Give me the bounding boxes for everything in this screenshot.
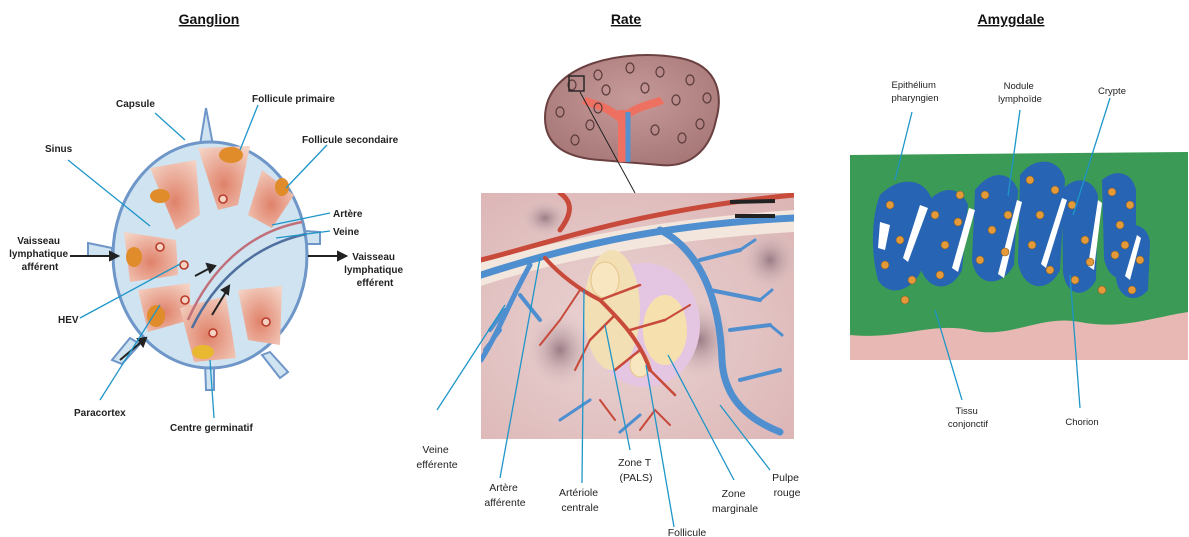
label-follicule-secondaire: Follicule secondaire xyxy=(302,135,399,146)
label-centre-germinatif: Centre germinatif xyxy=(170,423,253,434)
spleen-section xyxy=(481,168,800,439)
label-arteriole-centrale: Artériole centrale xyxy=(559,487,601,514)
label-vaisseau-afferent: Vaisseau lymphatique afférent xyxy=(9,236,71,273)
label-follicule-primaire: Follicule primaire xyxy=(252,94,335,105)
ganglion-title: Ganglion xyxy=(179,11,240,27)
label-veine-efferente: Veine efférente xyxy=(416,444,457,471)
label-veine: Veine xyxy=(333,227,360,238)
label-hev: HEV xyxy=(58,315,79,326)
label-capsule: Capsule xyxy=(116,99,155,110)
label-chorion: Chorion xyxy=(1065,417,1098,428)
amygdale-title: Amygdale xyxy=(978,11,1045,27)
label-tissu-conjonctif: Tissu conjonctif xyxy=(948,406,988,430)
amygdale-panel: Amygdale xyxy=(850,11,1188,430)
label-paracortex: Paracortex xyxy=(74,408,126,419)
label-zone-marginale: Zone marginale xyxy=(712,488,758,515)
label-crypte: Crypte xyxy=(1098,86,1126,97)
rate-title: Rate xyxy=(611,11,642,27)
label-vaisseau-efferent: Vaisseau lymphatique efférent xyxy=(344,252,406,289)
label-pulpe-rouge: Pulpe rouge xyxy=(772,472,802,499)
spleen-overview xyxy=(545,55,719,193)
label-artere-afferente: Artère afférente xyxy=(484,482,525,509)
label-epithelium: Epithélium pharyngien xyxy=(891,80,938,104)
label-artere: Artère xyxy=(333,209,363,220)
label-follicule: Follicule xyxy=(668,527,707,537)
rate-panel: Rate xyxy=(416,11,802,537)
label-sinus: Sinus xyxy=(45,144,73,155)
ganglion-panel: Ganglion xyxy=(9,11,406,434)
label-zone-t: Zone T (PALS) xyxy=(618,457,654,484)
label-nodule: Nodule lymphoïde xyxy=(998,81,1042,105)
